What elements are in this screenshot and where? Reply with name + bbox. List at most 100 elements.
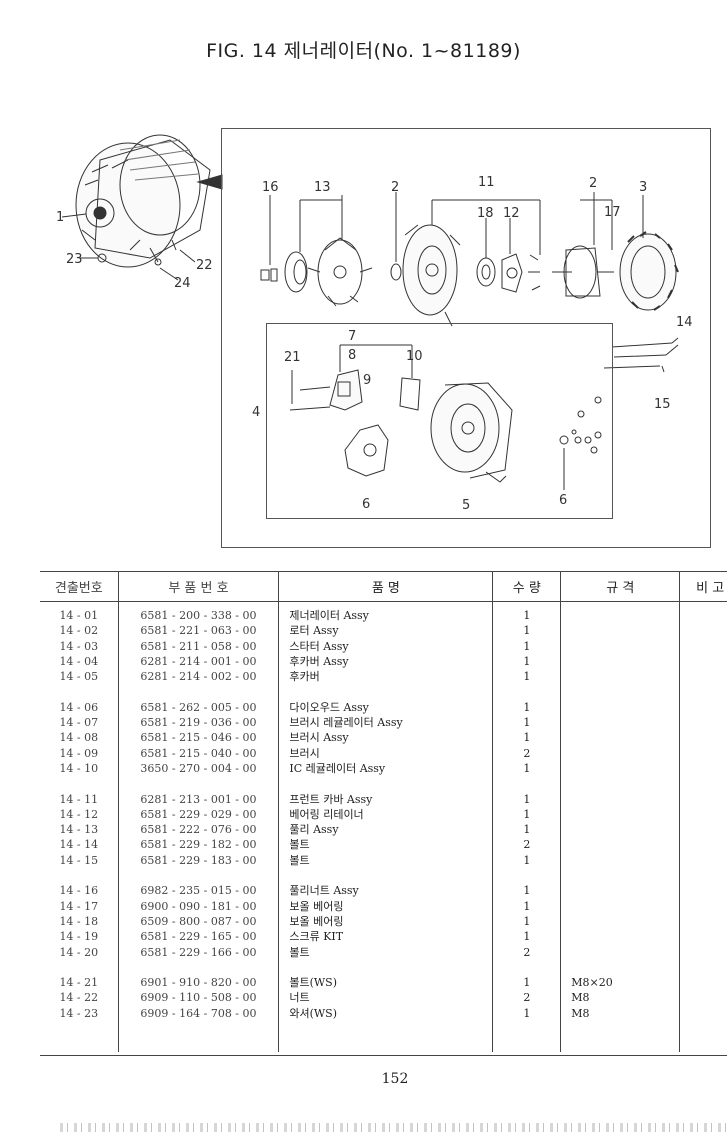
cell-spec (560, 699, 680, 716)
cell-spec (560, 745, 680, 761)
cell-qty: 1 (492, 730, 561, 746)
filler-cell (679, 1036, 727, 1052)
small-bolts-drawing (559, 396, 602, 490)
cell-note (679, 669, 727, 685)
cell-qty: 1 (492, 898, 561, 914)
group-spacer (40, 959, 727, 976)
spacer-cell (679, 684, 727, 700)
generator-assembly-drawing (75, 134, 223, 268)
cell-no: 14 - 09 (59, 746, 99, 760)
cell-note (679, 745, 727, 761)
spacer-cell (492, 959, 561, 976)
cell-part: 6982 - 235 - 015 - 00 (117, 883, 279, 899)
pulley-drawing (284, 251, 308, 293)
figure-frame (221, 128, 711, 548)
cell-name: 프런트 카바 Assy (278, 791, 493, 807)
group-spacer (40, 684, 727, 700)
cell-qty: 1 (492, 791, 561, 807)
table-bottom-rule (40, 1055, 727, 1056)
cell-part: 6581 - 215 - 040 - 00 (117, 745, 279, 761)
cell-no: 14 - 04 (59, 654, 99, 668)
cell-qty: 1 (492, 975, 561, 991)
cell-note (679, 715, 727, 731)
callout-11: 11 (478, 175, 495, 190)
page-title: FIG. 14 제너레이터(No. 1~81189) (206, 40, 521, 62)
cell-qty: 1 (492, 699, 561, 716)
spacer-cell (117, 776, 279, 792)
cell-part: 6901 - 910 - 820 - 00 (117, 975, 279, 991)
cell-qty: 2 (492, 944, 561, 960)
spacer-cell (679, 776, 727, 792)
cell-no: 14 - 12 (59, 807, 99, 821)
cell-qty: 1 (492, 806, 561, 823)
cell-spec (560, 669, 680, 685)
cell-part: 6900 - 090 - 181 - 00 (117, 898, 279, 914)
cell-note (679, 898, 727, 914)
cell-part: 6581 - 229 - 029 - 00 (117, 806, 279, 823)
cell-name: 보올 베어링 (278, 898, 493, 914)
cell-part: 6581 - 229 - 166 - 00 (117, 944, 279, 960)
cell-spec (560, 601, 680, 624)
filler-cell (278, 1021, 493, 1037)
cell-name: 풀리너트 Assy (278, 883, 493, 899)
cell-spec (560, 638, 680, 654)
filler-cell (40, 1021, 118, 1036)
cell-spec (560, 806, 680, 823)
cell-qty: 1 (492, 653, 561, 670)
cell-spec (560, 730, 680, 746)
cell-no: 14 - 01 (59, 609, 99, 622)
callout-6: 6 (362, 497, 370, 512)
spacer-cell (560, 959, 680, 976)
callout-10: 10 (406, 349, 423, 364)
header-spec: 규 격 (560, 571, 680, 602)
cell-name: 스크류 KIT (278, 929, 493, 945)
cell-no: 14 - 23 (59, 1006, 99, 1020)
callout-2: 2 (391, 180, 399, 195)
cell-note (679, 791, 727, 807)
spacer-cell (40, 868, 118, 883)
cell-no: 14 - 15 (59, 853, 99, 867)
spacer-cell (560, 868, 680, 884)
cell-name: IC 레귤레이터 Assy (278, 760, 493, 777)
front-cover-drawing (402, 224, 461, 327)
cell-no: 14 - 22 (59, 991, 99, 1005)
exploded-diagram: 1 2 2 3 4 5 6 6 7 8 9 10 11 12 13 14 15 … (56, 134, 693, 513)
cell-qty: 1 (492, 852, 561, 869)
cell-note (679, 929, 727, 945)
cell-qty: 1 (492, 883, 561, 899)
header-part-name: 품 명 (278, 571, 493, 602)
screws-drawing (528, 254, 541, 291)
group-spacer (40, 776, 727, 792)
cell-name: 브러시 Assy (278, 730, 493, 746)
cell-no: 14 - 14 (59, 838, 99, 852)
cell-no: 14 - 10 (59, 761, 99, 775)
callout-17: 17 (604, 205, 621, 220)
header-ref-no: 견출번호 (40, 571, 119, 602)
spacer-cell (117, 868, 279, 884)
cell-part: 6281 - 213 - 001 - 00 (117, 791, 279, 807)
cell-name: 브러시 레귤레이터 Assy (278, 715, 493, 731)
cell-name: 볼트 (278, 852, 493, 869)
cell-name: 볼트(WS) (278, 975, 493, 991)
cell-part: 6281 - 214 - 001 - 00 (117, 653, 279, 670)
cell-qty: 1 (492, 929, 561, 945)
cell-note (679, 837, 727, 853)
cell-name: 보올 베어링 (278, 913, 493, 930)
callout-21: 21 (284, 350, 301, 365)
spacer-cell (278, 868, 493, 884)
cell-part: 6909 - 164 - 708 - 00 (117, 1005, 279, 1022)
spacer-cell (560, 776, 680, 792)
cell-no: 14 - 18 (59, 914, 99, 928)
